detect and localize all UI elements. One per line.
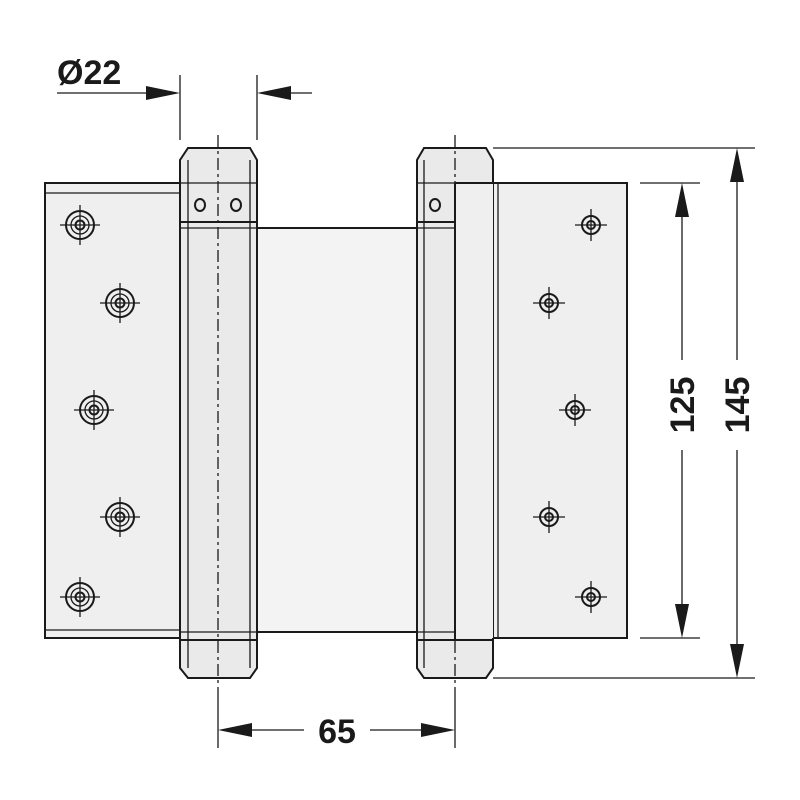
left-screw-holes bbox=[60, 205, 140, 617]
height-inner-label: 125 bbox=[664, 377, 702, 434]
diameter-dimension: Ø22 bbox=[57, 54, 312, 140]
left-barrel-hole-2 bbox=[230, 198, 242, 212]
arrow-left-icon bbox=[257, 86, 291, 100]
arrow-left-icon bbox=[218, 723, 252, 737]
height-outer-dimension: 145 bbox=[493, 147, 757, 679]
arrow-down-icon bbox=[730, 644, 744, 678]
screw-hole-icon bbox=[533, 287, 565, 319]
screw-hole-icon bbox=[533, 501, 565, 533]
diameter-label: Ø22 bbox=[57, 54, 121, 92]
right-screw-holes bbox=[533, 209, 607, 613]
screw-hole-icon bbox=[575, 209, 607, 241]
arrow-down-icon bbox=[675, 604, 689, 638]
screw-hole-icon bbox=[100, 283, 140, 323]
arrow-up-icon bbox=[675, 183, 689, 217]
middle-spring-section bbox=[256, 227, 418, 633]
screw-hole-icon bbox=[60, 205, 100, 245]
arrow-right-icon bbox=[146, 86, 180, 100]
height-inner-dimension: 125 bbox=[640, 182, 702, 639]
screw-hole-icon bbox=[100, 497, 140, 537]
right-barrel-hole bbox=[429, 198, 441, 212]
left-barrel bbox=[179, 135, 258, 690]
right-barrel bbox=[416, 135, 494, 690]
screw-hole-icon bbox=[60, 577, 100, 617]
arrow-right-icon bbox=[421, 723, 455, 737]
arrow-up-icon bbox=[730, 148, 744, 182]
left-barrel-hole-1 bbox=[194, 198, 206, 212]
screw-hole-icon bbox=[559, 394, 591, 426]
width-label: 65 bbox=[318, 713, 356, 751]
screw-hole-icon bbox=[575, 581, 607, 613]
height-outer-label: 145 bbox=[719, 377, 757, 434]
width-dimension: 65 bbox=[217, 690, 456, 751]
screw-hole-icon bbox=[74, 390, 114, 430]
